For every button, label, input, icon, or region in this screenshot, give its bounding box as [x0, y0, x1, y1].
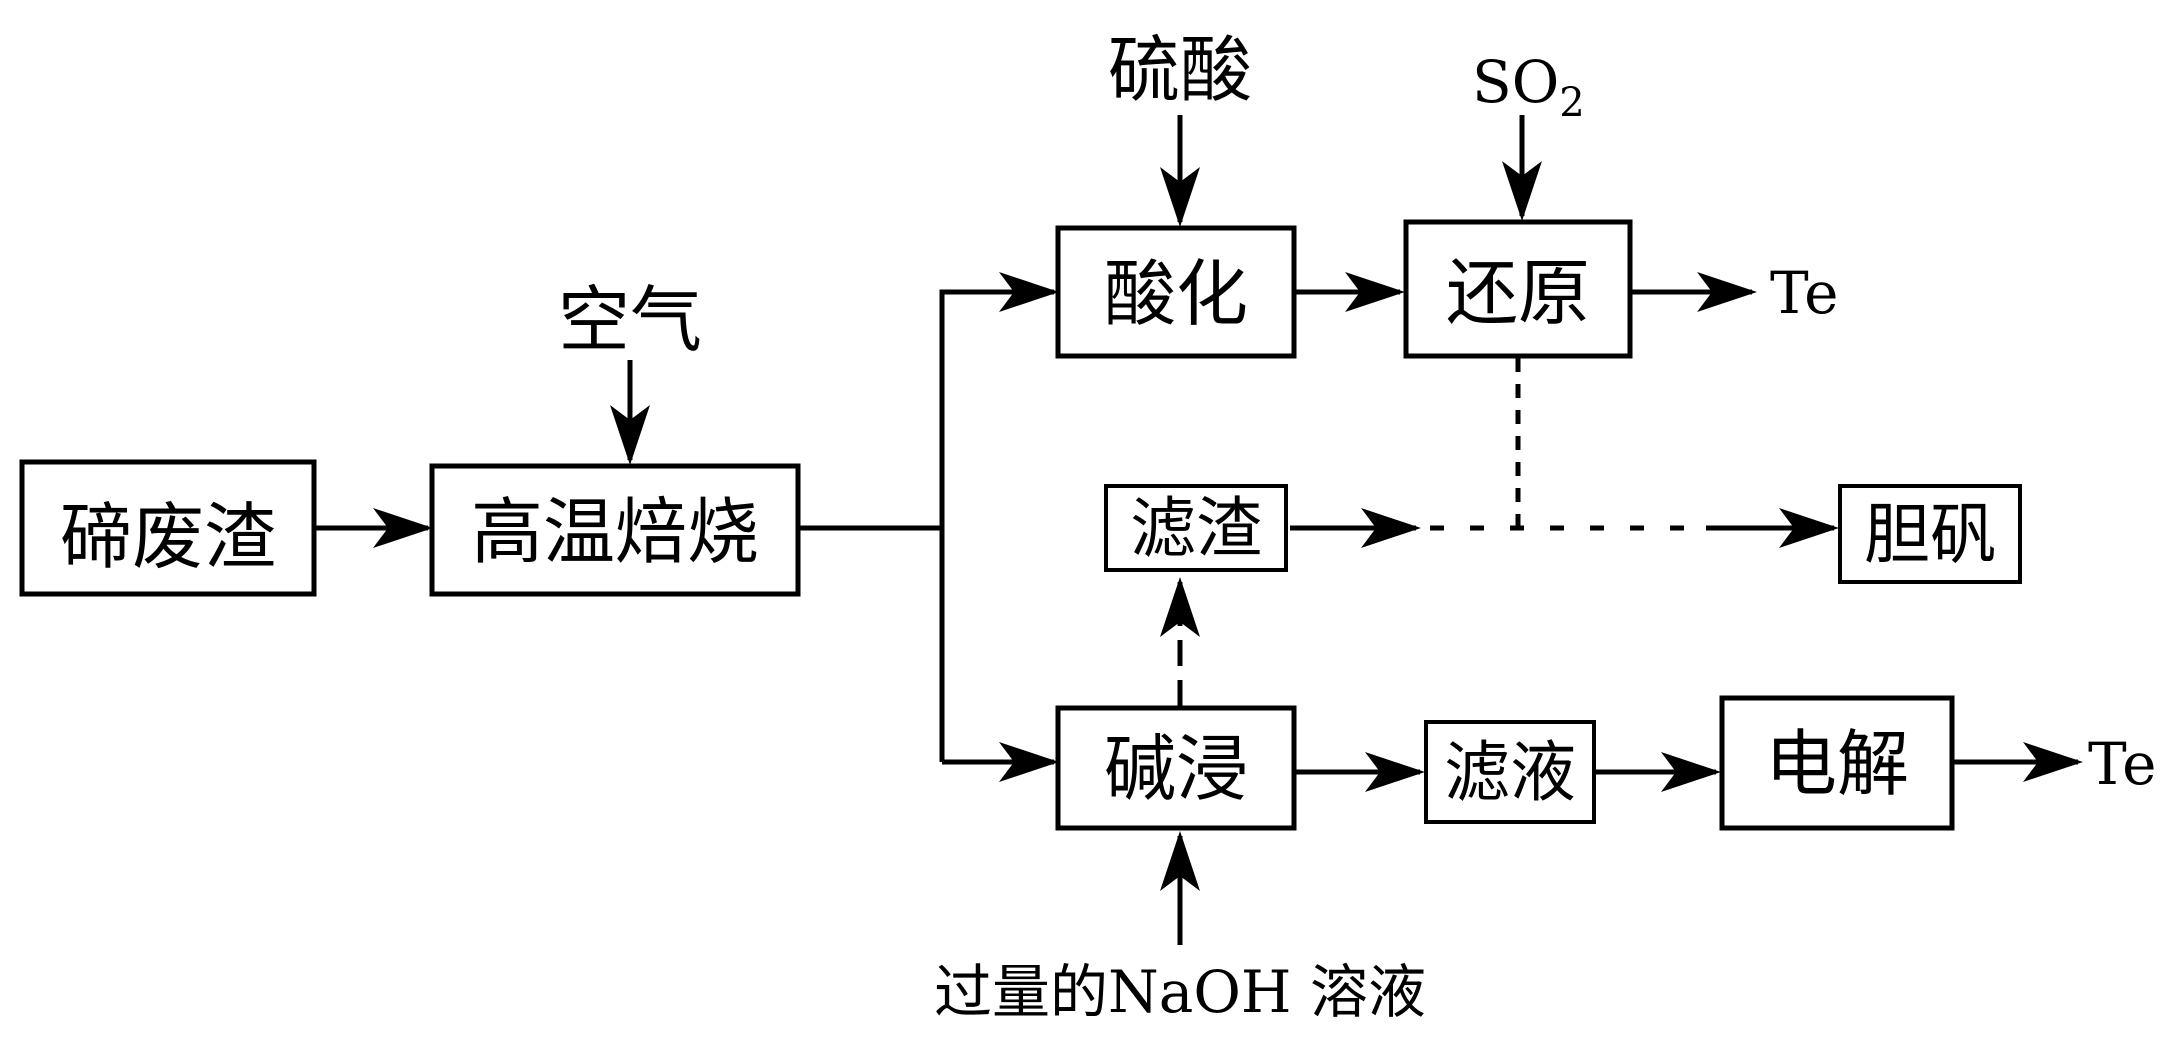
box-filtrate: 滤液	[1424, 720, 1596, 824]
box-label-electrolysis: 电解	[1765, 722, 1909, 806]
box-electrolysis: 电解	[1719, 695, 1955, 831]
box-acidify: 酸化	[1055, 225, 1297, 359]
box-label-acidify: 酸化	[1104, 252, 1248, 336]
box-label-reduce: 还原	[1446, 251, 1590, 335]
box-residue: 滤渣	[1104, 484, 1288, 572]
box-blue-vitriol: 胆矾	[1838, 484, 2022, 584]
input-label-so2: SO2	[1472, 48, 1585, 126]
input-label-sulfuric-acid: 硫酸	[1108, 28, 1252, 112]
box-reduce: 还原	[1403, 219, 1633, 359]
output-label-te-top: Te	[1770, 259, 1839, 327]
input-label-air: 空气	[558, 278, 702, 362]
input-label-naoh: 过量的NaOH 溶液	[934, 958, 1426, 1026]
box-roasting: 高温焙烧	[429, 463, 801, 597]
output-label-te-bottom: Te	[2088, 730, 2157, 798]
box-label-residue: 滤渣	[1130, 490, 1262, 567]
box-label-blue-vitriol: 胆矾	[1864, 496, 1996, 573]
box-alkali-leach: 碱浸	[1055, 705, 1297, 831]
box-tellurium-slag: 碲废渣	[19, 459, 317, 597]
box-label-filtrate: 滤液	[1444, 734, 1576, 811]
box-label-alkali-leach: 碱浸	[1104, 727, 1248, 811]
box-label-tellurium-slag: 碲废渣	[60, 495, 276, 579]
arrow-to-acidify	[939, 272, 1059, 762]
box-label-roasting: 高温焙烧	[471, 490, 759, 574]
